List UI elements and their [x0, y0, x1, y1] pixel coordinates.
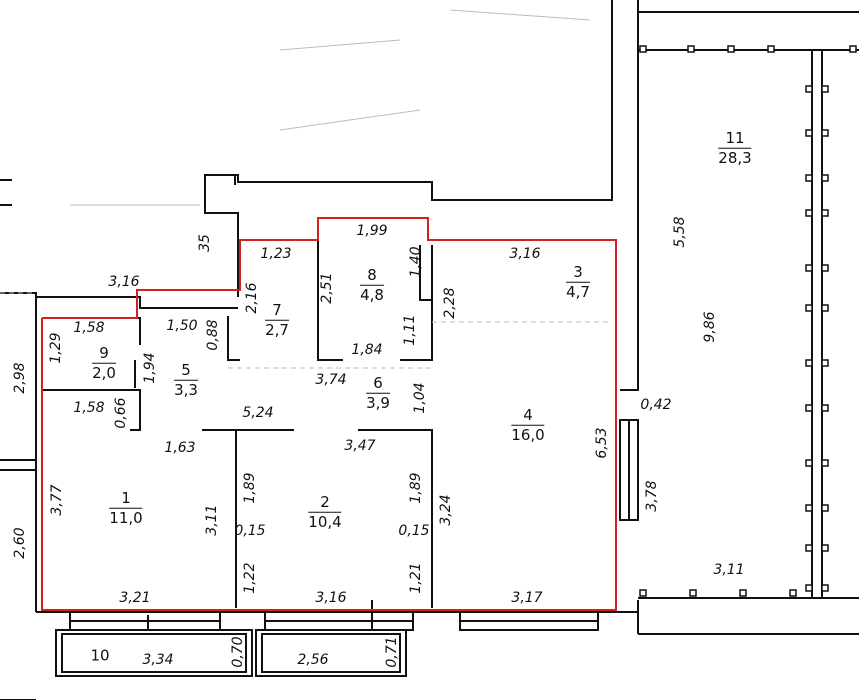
dim-label: 1,58	[73, 320, 105, 336]
dim-label: 0,70	[230, 636, 246, 668]
dim-label: 3,11	[713, 562, 745, 578]
dim-label: 1,50	[166, 318, 198, 334]
dim-label: 0,15	[398, 523, 430, 539]
dim-label: 3,78	[644, 480, 660, 512]
dim-label: 1,21	[408, 562, 424, 594]
dim-label: 1,84	[351, 342, 383, 358]
dim-label: 2,16	[244, 282, 260, 314]
dim-label: 3,11	[204, 504, 220, 536]
dim-label: 3,17	[511, 590, 543, 606]
dim-label: 6,53	[594, 427, 610, 459]
dim-label: 2,98	[12, 362, 28, 394]
dim-label: 3,24	[438, 494, 454, 526]
dim-label: 2,60	[12, 527, 28, 559]
dim-label: 0,15	[234, 523, 266, 539]
dim-label: 1,04	[412, 382, 428, 414]
dim-label: 0,66	[113, 397, 129, 429]
dim-label: 1,22	[242, 562, 258, 594]
dim-label: 1,29	[48, 332, 64, 364]
dim-label: 2,51	[319, 272, 335, 304]
dim-label: 3,16	[315, 590, 347, 606]
dim-label: 2,56	[297, 652, 329, 668]
dim-label: 0,42	[640, 397, 672, 413]
dim-label: 3,34	[142, 652, 174, 668]
dim-label: 1,23	[260, 246, 292, 262]
dim-label: 1,99	[356, 223, 388, 239]
dim-label: 3,47	[344, 438, 376, 454]
dim-label: 1,11	[402, 314, 418, 346]
dim-label: 3,16	[108, 274, 140, 290]
dim-label: 3,77	[49, 484, 65, 516]
dim-label: 9,86	[702, 311, 718, 343]
dim-label: 3,21	[119, 590, 151, 606]
dim-label: 1,40	[408, 246, 424, 278]
dim-label: 35	[197, 234, 213, 252]
dim-label: 3,74	[315, 372, 347, 388]
dim-label: 3,16	[509, 246, 541, 262]
dim-label: 1,94	[142, 352, 158, 384]
dim-label: 0,71	[384, 636, 400, 668]
room-10-label: 10	[90, 646, 110, 665]
dim-label: 2,28	[442, 287, 458, 319]
dim-label: 1,58	[73, 400, 105, 416]
dim-label: 0,88	[205, 319, 221, 351]
dim-label: 1,63	[164, 440, 196, 456]
dim-label: 1,89	[242, 472, 258, 504]
dim-label: 1,89	[408, 472, 424, 504]
dim-label: 5,58	[672, 216, 688, 248]
dim-label: 5,24	[242, 405, 274, 421]
